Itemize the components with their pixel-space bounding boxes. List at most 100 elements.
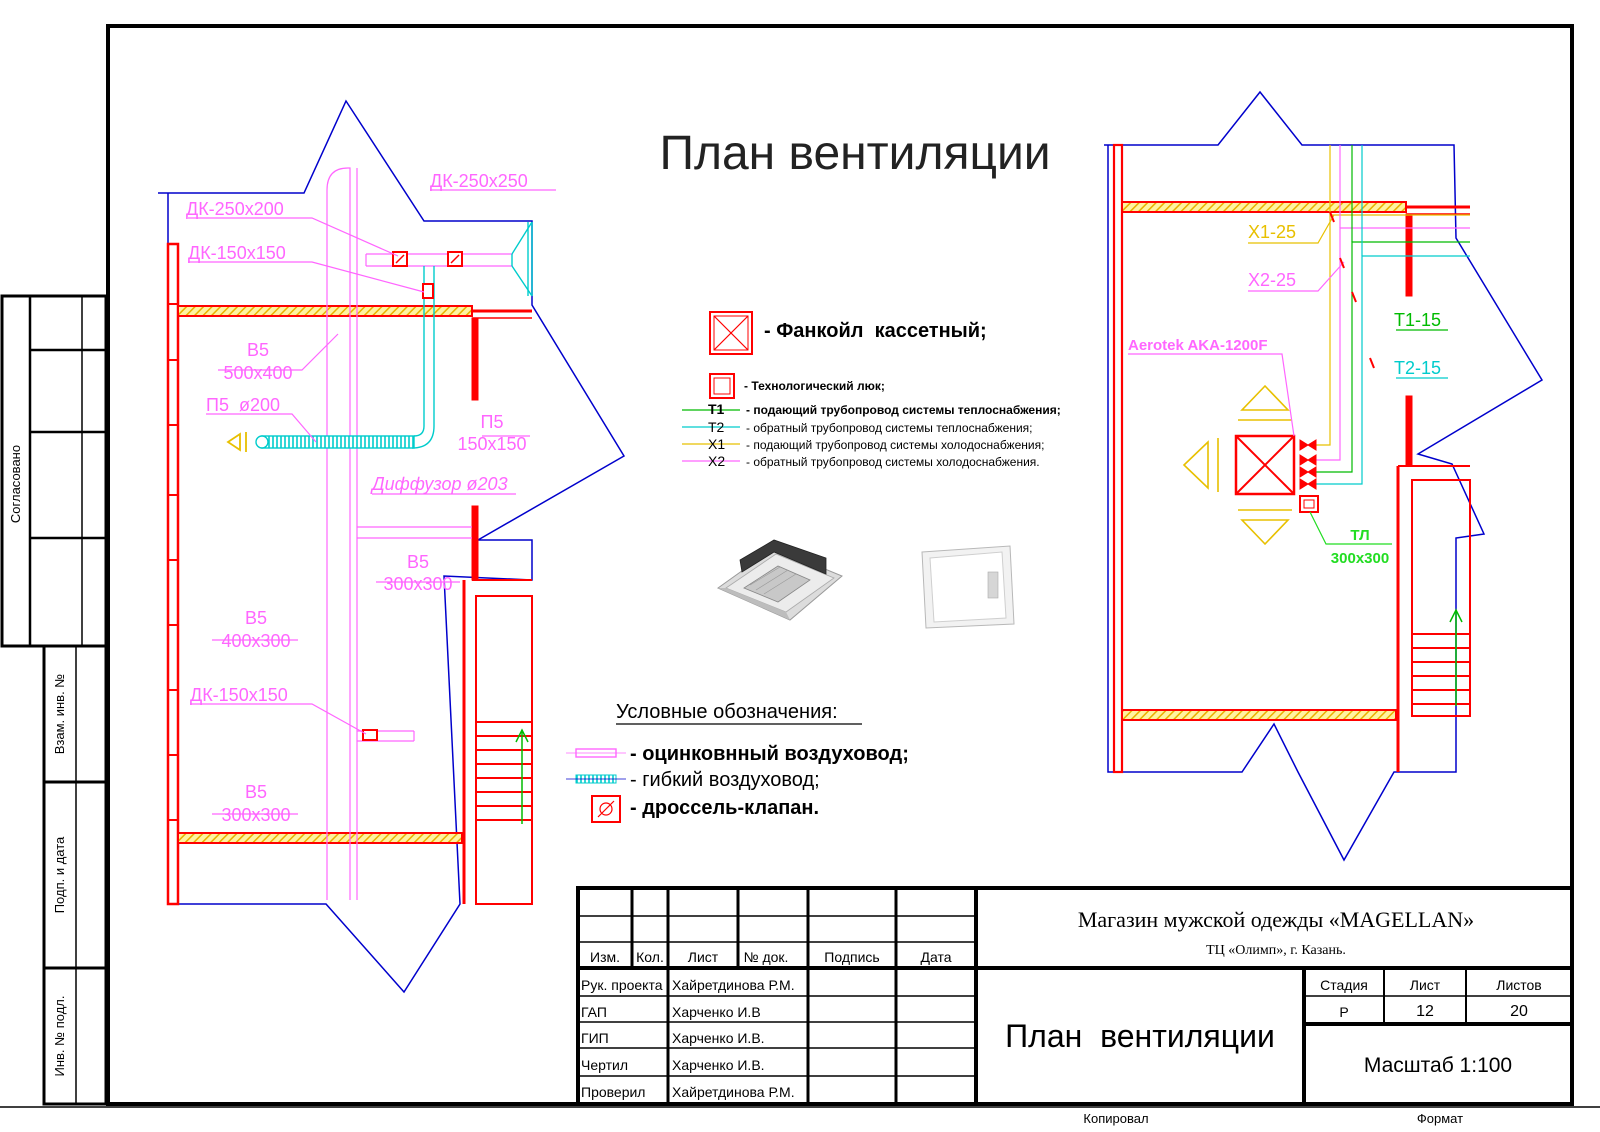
sheet-value: 12 bbox=[1416, 1003, 1434, 1020]
name-4: Харченко И.В. bbox=[672, 1057, 765, 1073]
pipe-t2-text: - обратный трубопровод системы теплоснаб… bbox=[746, 421, 1033, 435]
left-dampers bbox=[362, 251, 463, 741]
sheets-label: Листов bbox=[1496, 977, 1542, 993]
left-walls bbox=[166, 242, 533, 906]
hatch-photo bbox=[921, 545, 1015, 629]
label-unit: Aerotek AKA-1200F bbox=[1128, 337, 1268, 354]
label-p5b-size: 150x150 bbox=[457, 434, 526, 454]
legend-heading: Условные обозначения: bbox=[616, 701, 838, 723]
label-dk2: ДК-250x250 bbox=[430, 171, 528, 191]
label-t2: Т2-15 bbox=[1394, 358, 1441, 378]
scale-value: Масштаб 1:100 bbox=[1364, 1054, 1512, 1077]
label-diffuser: Диффузор ø203 bbox=[370, 474, 508, 494]
label-tl-name: ТЛ bbox=[1350, 527, 1369, 544]
legend-item-galv: - оцинковнный воздуховод; bbox=[630, 743, 909, 765]
title-block-text: Магазин мужской одежды «MAGELLAN» ТЦ «Ол… bbox=[581, 907, 1542, 1126]
inv-no-label: Инв. № подл. bbox=[52, 996, 67, 1077]
label-b5c-size: 400x300 bbox=[221, 631, 290, 651]
fancoil-airflow bbox=[1182, 384, 1292, 546]
label-t1: Т1-15 bbox=[1394, 310, 1441, 330]
header-kol: Кол. bbox=[636, 949, 664, 965]
pipe-t2-code: Т2 bbox=[708, 419, 725, 435]
name-1: Хайретдинова Р.М. bbox=[672, 977, 795, 993]
left-leaders bbox=[188, 189, 556, 815]
pipe-ticks bbox=[1329, 211, 1375, 369]
left-riser-duct bbox=[326, 167, 512, 900]
label-dk3: ДК-150x150 bbox=[188, 243, 286, 263]
label-dk1: ДК-250x200 bbox=[186, 199, 284, 219]
hatch-symbol bbox=[709, 373, 735, 399]
role-3: ГИП bbox=[581, 1030, 609, 1046]
agreed-label: Согласовано bbox=[8, 445, 23, 523]
replace-inv-label: Взам. инв. № bbox=[52, 674, 67, 755]
pipe-t2 bbox=[1312, 255, 1470, 485]
label-p5b-name: П5 bbox=[481, 412, 504, 432]
fancoil-text: - Фанкойл кассетный; bbox=[764, 320, 987, 342]
name-5: Хайретдинова Р.М. bbox=[672, 1084, 795, 1100]
role-2: ГАП bbox=[581, 1004, 607, 1020]
pipe-x1 bbox=[1312, 214, 1470, 446]
name-3: Харченко И.В. bbox=[672, 1030, 765, 1046]
label-b5d-size: 300x300 bbox=[221, 805, 290, 825]
copied-label: Копировал bbox=[1083, 1111, 1148, 1126]
diffuser-symbol bbox=[226, 432, 241, 452]
damper-4 bbox=[362, 729, 378, 741]
legend-bottom: Условные обозначения: - оцинковнный возд… bbox=[566, 701, 909, 823]
label-b5b-size: 300x300 bbox=[383, 574, 452, 594]
right-plan: Х1-25 Х2-25 Т1-15 Т2-15 Aerotek AKA-1200… bbox=[1104, 90, 1544, 862]
pipe-x2-text: - обратный трубопровод системы холодосна… bbox=[746, 455, 1040, 469]
sheet-title: План вентиляции bbox=[1005, 1018, 1275, 1054]
fancoil-symbol bbox=[709, 311, 753, 355]
sheet-label: Лист bbox=[1410, 977, 1441, 993]
main-title: План вентиляции bbox=[659, 127, 1050, 180]
title-block bbox=[576, 886, 1574, 1106]
left-supply-duct bbox=[255, 266, 435, 449]
sheets-value: 20 bbox=[1510, 1003, 1528, 1020]
sign-date-label: Подп. и дата bbox=[52, 836, 67, 913]
damper-symbol bbox=[591, 795, 621, 823]
label-dk4: ДК-150x150 bbox=[190, 685, 288, 705]
label-b5c-name: В5 bbox=[245, 608, 267, 628]
pipe-x2 bbox=[1312, 227, 1470, 461]
flex-duct bbox=[261, 435, 415, 449]
left-contour bbox=[158, 99, 626, 994]
project-location: ТЦ «Олимп», г. Казань. bbox=[1206, 943, 1346, 958]
label-b5a-size: 500x400 bbox=[223, 363, 292, 383]
header-list: Лист bbox=[688, 949, 719, 965]
tl-hatch bbox=[1299, 495, 1319, 513]
fancoil-photo bbox=[716, 539, 843, 621]
legend-item-flex: - гибкий воздуховод; bbox=[630, 769, 820, 791]
header-date: Дата bbox=[920, 949, 951, 965]
right-pipes bbox=[1312, 145, 1470, 485]
label-b5d-name: В5 bbox=[245, 782, 267, 802]
left-plan: ДК-250x200 ДК-250x250 ДК-150x150 В5 500x… bbox=[158, 99, 626, 994]
label-tl-size: 300x300 bbox=[1331, 550, 1389, 567]
pipe-x1-code: Х1 bbox=[708, 436, 725, 452]
header-izm: Изм. bbox=[590, 949, 620, 965]
label-b5a-name: В5 bbox=[247, 340, 269, 360]
pipe-x2-code: Х2 bbox=[708, 453, 725, 469]
role-5: Проверил bbox=[581, 1084, 645, 1100]
right-valves bbox=[1299, 439, 1317, 490]
label-p5a: П5 ø200 bbox=[206, 395, 280, 415]
header-doc: № док. bbox=[744, 949, 789, 965]
right-walls bbox=[1112, 143, 1471, 774]
right-contour bbox=[1104, 90, 1544, 862]
pipe-t1 bbox=[1312, 241, 1470, 473]
side-stamp-inventory: Взам. инв. № Подп. и дата Инв. № подл. bbox=[42, 644, 108, 1106]
left-labels: ДК-250x200 ДК-250x250 ДК-150x150 В5 500x… bbox=[186, 171, 528, 825]
legend-item-damper: - дроссель-клапан. bbox=[630, 797, 819, 819]
project-name: Магазин мужской одежды «MAGELLAN» bbox=[1078, 907, 1474, 932]
header-sign: Подпись bbox=[824, 949, 879, 965]
hatch-item-text: - Технологический люк; bbox=[744, 379, 885, 393]
fancoil-unit bbox=[1234, 434, 1296, 496]
stage-value: Р bbox=[1339, 1004, 1348, 1020]
label-b5b-name: В5 bbox=[407, 552, 429, 572]
legend-top: - Фанкойл кассетный; - Технологический л… bbox=[682, 311, 1061, 469]
side-stamp-agreed: Согласовано bbox=[0, 294, 108, 648]
label-x2: Х2-25 bbox=[1248, 270, 1296, 290]
pipe-t1-text: - подающий трубопровод системы теплоснаб… bbox=[746, 403, 1061, 417]
role-1: Рук. проекта bbox=[581, 977, 663, 993]
pipe-t1-code: Т1 bbox=[708, 401, 725, 417]
